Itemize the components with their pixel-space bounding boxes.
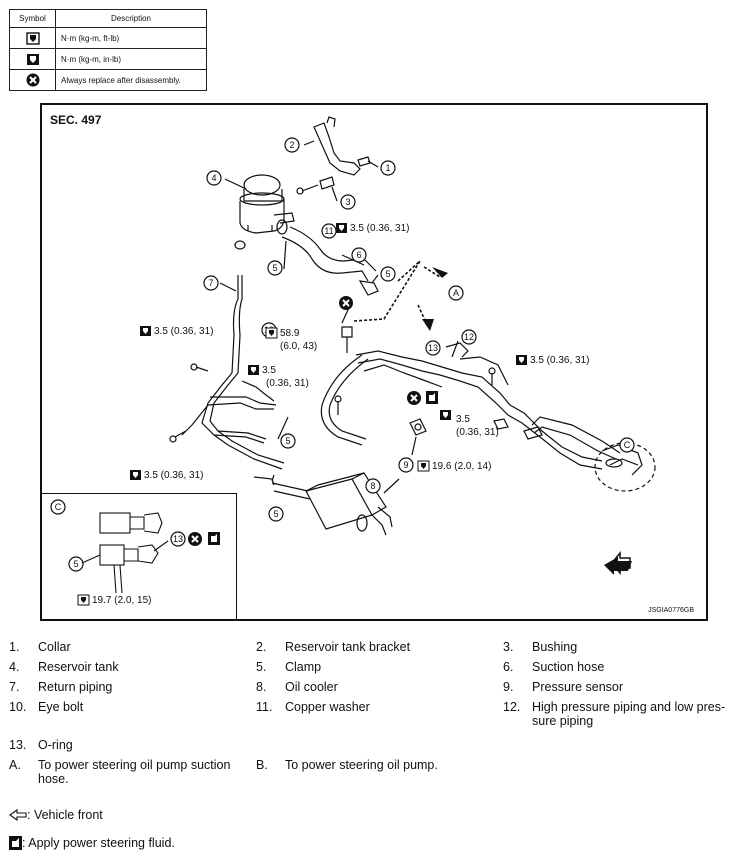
symbol-desc-3: Always replace after disassembly.: [55, 69, 207, 91]
torque-mid-1: 3.5: [456, 414, 470, 425]
callout-13-detail: 13: [173, 534, 183, 544]
legend-num-9: 9.: [503, 680, 514, 694]
legend-num-12: 12.: [503, 700, 521, 714]
apply-fluid-text: : Apply power steering fluid.: [22, 836, 175, 850]
legend-text-5: Clamp: [285, 660, 322, 674]
callout-1: 1: [385, 163, 390, 173]
callout-11: 11: [324, 226, 333, 236]
eye-bolt: [341, 326, 353, 338]
replace-x-icon: [9, 69, 56, 91]
callout-5b: 5: [385, 269, 390, 279]
legend-num-10: 10.: [9, 700, 27, 714]
callout-13: 13: [428, 343, 438, 353]
parts-legend: 1. Collar 2. Reservoir tank bracket 3. Bush…: [9, 640, 734, 796]
torque-eyebolt-1: 58.9: [280, 328, 300, 339]
legend-text-3: Bushing: [532, 640, 578, 654]
torque-sensor: 19.6 (2.0, 14): [432, 461, 492, 472]
callout-5a: 5: [272, 263, 277, 273]
suction-hose: [281, 236, 369, 282]
symbol-header: Symbol: [9, 9, 56, 28]
legend-text-7: Return piping: [38, 680, 113, 694]
legend-num-5: 5.: [256, 660, 267, 674]
callout-6: 6: [356, 250, 361, 260]
reservoir-tank: [239, 199, 285, 234]
legend-text-6: Suction hose: [532, 660, 605, 674]
legend-num-A: A.: [9, 758, 21, 772]
torque-right: 3.5 (0.36, 31): [530, 355, 590, 366]
legend-text-1: Collar: [38, 640, 71, 654]
callout-C-detail: C: [55, 502, 62, 512]
legend-num-2: 2.: [256, 640, 267, 654]
reservoir-bracket: [313, 122, 361, 176]
torque-eyebolt-2: (6.0, 43): [280, 341, 318, 352]
section-label: SEC. 497: [50, 113, 102, 127]
legend-text-A: To power steering oil pump suction hose.: [38, 758, 231, 786]
callout-C: C: [624, 440, 631, 450]
legend-text-B: To power steering oil pump.: [285, 758, 438, 772]
callout-A: A: [453, 288, 459, 298]
parts-diagram: 1 2 3 4 5 5 5 5 6 7 8 9 10 11 12 13 A C …: [50, 116, 656, 606]
legend-text-2: Reservoir tank bracket: [285, 640, 411, 654]
vehicle-front-text: : Vehicle front: [27, 808, 103, 822]
legend-num-11: 11.: [256, 700, 273, 714]
legend-num-7: 7.: [9, 680, 20, 694]
callout-3: 3: [345, 197, 350, 207]
torque-mid-2: (0.36, 31): [456, 427, 499, 438]
diagram-frame: 1 2 3 4 5 5 5 5 6 7 8 9 10 11 12 13 A C …: [40, 103, 708, 621]
legend-num-1: 1.: [9, 640, 20, 654]
callout-5-detail: 5: [73, 559, 78, 569]
torque-bottom-left: 3.5 (0.36, 31): [144, 470, 204, 481]
legend-text-4: Reservoir tank: [38, 660, 119, 674]
legend-num-B: B.: [256, 758, 268, 772]
symbol-desc-1: N·m (kg-m, ft-lb): [55, 27, 207, 49]
torque-center-2: (0.36, 31): [266, 378, 309, 389]
torque-bushing: 3.5 (0.36, 31): [350, 223, 410, 234]
legend-text-13: O-ring: [38, 738, 73, 752]
symbol-desc-2: N·m (kg-m, in-lb): [55, 48, 207, 70]
description-header: Description: [55, 9, 207, 28]
legend-text-9: Pressure sensor: [532, 680, 624, 694]
torque-center-1: 3.5: [262, 365, 276, 376]
oil-can-icon: [9, 836, 22, 850]
vehicle-front-arrow-icon: [9, 809, 27, 821]
pressure-sensor: [409, 418, 427, 436]
callout-5d: 5: [273, 509, 278, 519]
symbol-table: Symbol Description N·m (kg-m, ft-lb) N·m…: [9, 9, 207, 91]
callout-4: 4: [211, 173, 216, 183]
torque-wrench-ftlb-icon: [9, 27, 56, 49]
legend-num-3: 3.: [503, 640, 514, 654]
collar: [357, 156, 371, 167]
legend-num-6: 6.: [503, 660, 514, 674]
return-piping: [231, 275, 239, 374]
torque-left: 3.5 (0.36, 31): [154, 326, 214, 337]
legend-num-8: 8.: [256, 680, 267, 694]
image-code: JSGIA0776GB: [648, 607, 694, 614]
legend-text-11: Copper washer: [285, 700, 370, 714]
legend-num-13: 13.: [9, 738, 27, 752]
callout-7: 7: [208, 278, 213, 288]
callout-5c: 5: [285, 436, 290, 446]
callout-2: 2: [289, 140, 294, 150]
detail-c-inset: [42, 493, 237, 621]
vehicle-front-note: : Vehicle front: [9, 808, 103, 822]
callout-12: 12: [464, 332, 474, 342]
legend-num-4: 4.: [9, 660, 20, 674]
callout-8: 8: [370, 481, 375, 491]
legend-text-8: Oil cooler: [285, 680, 338, 694]
apply-fluid-note: : Apply power steering fluid.: [9, 836, 175, 850]
legend-text-12: High pressure piping and low pres-sure p…: [532, 700, 726, 728]
torque-wrench-inlb-icon: [9, 48, 56, 70]
legend-text-10: Eye bolt: [38, 700, 84, 714]
torque-detail: 19.7 (2.0, 15): [92, 595, 152, 606]
callout-9: 9: [403, 460, 408, 470]
